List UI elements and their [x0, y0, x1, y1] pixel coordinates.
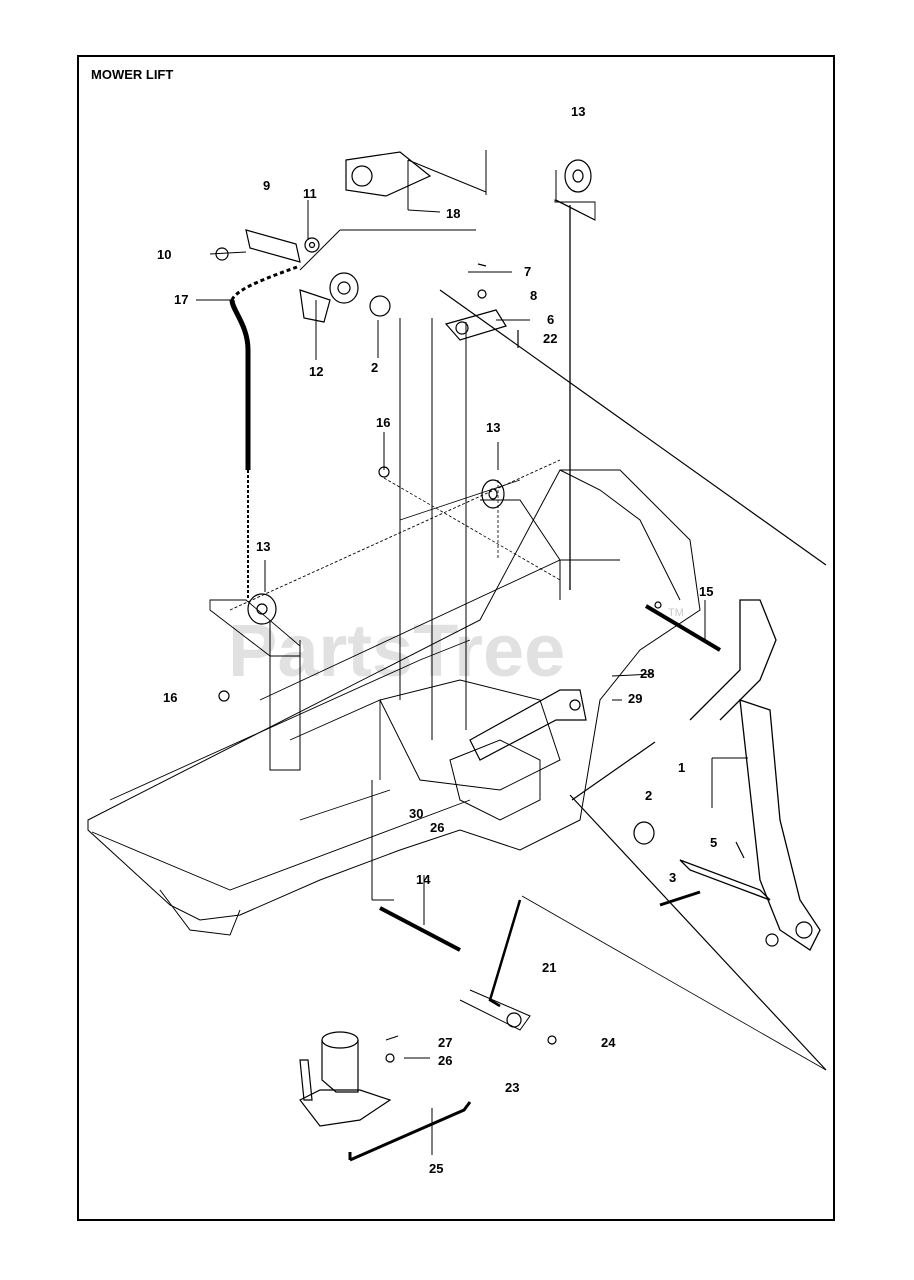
callout-25: 25	[429, 1161, 443, 1176]
callout-1: 1	[678, 760, 685, 775]
callout-2-lower: 2	[645, 788, 652, 803]
callout-30: 30	[409, 806, 423, 821]
watermark: PartsTree	[228, 609, 565, 692]
callout-10: 10	[157, 247, 171, 262]
callout-23: 23	[505, 1080, 519, 1095]
callout-27: 27	[438, 1035, 452, 1050]
watermark-mark: TM	[668, 607, 684, 619]
callout-14: 14	[416, 872, 431, 887]
diagram-border	[77, 55, 835, 1221]
callout-13: 13	[571, 104, 585, 119]
callout-26-lower: 26	[438, 1053, 452, 1068]
callout-18: 18	[446, 206, 460, 221]
callout-15: 15	[699, 584, 713, 599]
callout-12: 12	[309, 364, 323, 379]
diagram-linework	[87, 150, 827, 1162]
callout-9: 9	[263, 178, 270, 193]
callout-22: 22	[543, 331, 557, 346]
callout-5: 5	[710, 835, 717, 850]
callout-3: 3	[669, 870, 676, 885]
callout-11: 11	[303, 186, 317, 201]
callout-13-lower: 13	[256, 539, 270, 554]
callout-labels: 13 9 11 18 10 7 8 17 6 22 12 2 16 13 13 …	[157, 104, 717, 1176]
callout-13-middle: 13	[486, 420, 500, 435]
callout-6: 6	[547, 312, 554, 327]
callout-16-lower: 16	[163, 690, 177, 705]
callout-8: 8	[530, 288, 537, 303]
callout-24: 24	[601, 1035, 616, 1050]
callout-29: 29	[628, 691, 642, 706]
callout-16: 16	[376, 415, 390, 430]
callout-17: 17	[174, 292, 188, 307]
callout-26: 26	[430, 820, 444, 835]
callout-2: 2	[371, 360, 378, 375]
diagram-title: MOWER LIFT	[91, 67, 174, 82]
callout-28: 28	[640, 666, 654, 681]
callout-7: 7	[524, 264, 531, 279]
callout-21: 21	[542, 960, 556, 975]
